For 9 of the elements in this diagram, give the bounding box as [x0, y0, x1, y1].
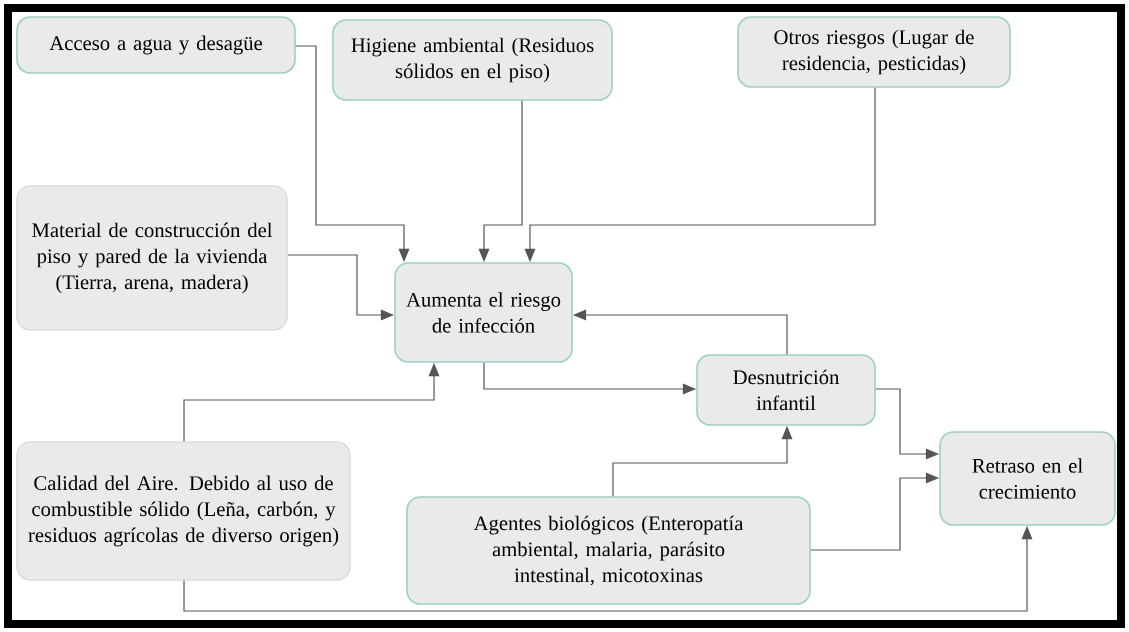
- process-box: Otros riesgos (Lugar de residencia, pesticidas): [737, 16, 1011, 88]
- process-box: Material de construcción del piso y pared de la vivienda (Tierra, arena, madera): [16, 185, 288, 331]
- process-box: Retraso en el crecimiento: [939, 431, 1116, 526]
- process-box: Desnutrición infantil: [696, 354, 876, 426]
- process-box: Agentes biológicos (Enteropatía ambiental, malaria, parásito intestinal, micotoxinas: [406, 496, 811, 605]
- process-box: Higiene ambiental (Residuos sólidos en el piso): [332, 19, 613, 101]
- process-box: Acceso a agua y desagüe: [16, 16, 296, 74]
- process-box: Aumenta el riesgo de infección: [394, 262, 573, 363]
- process-box: Calidad del Aire. Debido al uso de combustible sólido (Leña, carbón, y residuos agrícolas de diverso origen): [16, 441, 351, 581]
